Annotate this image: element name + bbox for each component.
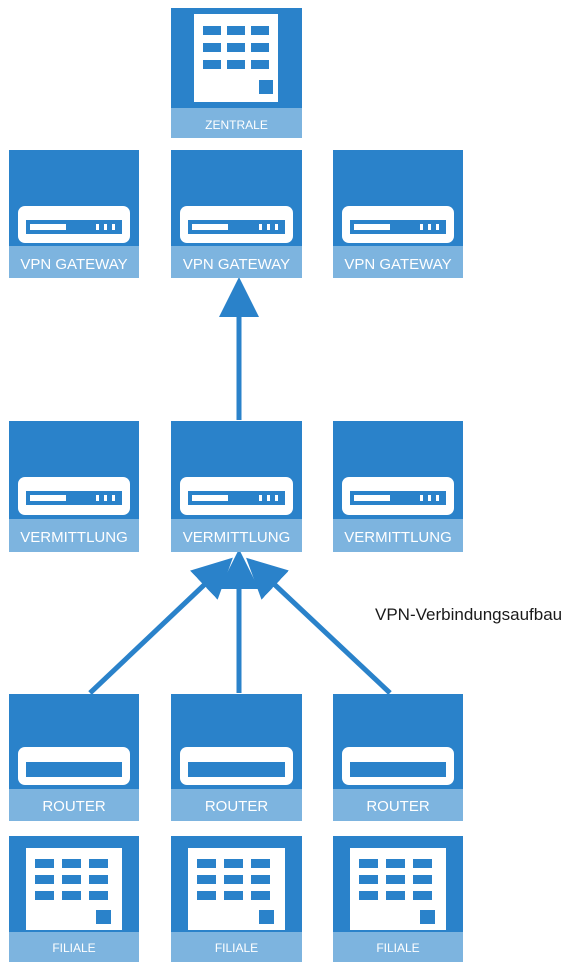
node-vpn-gateway-center: VPN GATEWAY [171, 150, 302, 278]
node-vermittlung-center: VERMITTLUNG [171, 421, 302, 552]
node-label: VERMITTLUNG [183, 529, 291, 546]
node-label: VERMITTLUNG [20, 529, 128, 546]
node-router-right: ROUTER [333, 694, 463, 821]
building-icon [188, 848, 285, 930]
node-label: FILIALE [376, 941, 419, 955]
node-filiale-left: FILIALE [9, 836, 139, 962]
arrow-router-left-to-vermittlung [88, 557, 233, 695]
node-label: VPN GATEWAY [344, 256, 451, 273]
vpn-gateway-device-icon [18, 206, 130, 243]
node-vpn-gateway-left: VPN GATEWAY [9, 150, 139, 278]
connections [88, 277, 392, 695]
building-icon [26, 848, 122, 930]
node-filiale-center: FILIALE [171, 836, 302, 962]
node-vermittlung-left: VERMITTLUNG [9, 421, 139, 552]
node-label: VPN GATEWAY [20, 256, 127, 273]
node-label: VPN GATEWAY [183, 256, 290, 273]
node-router-left: ROUTER [9, 694, 139, 821]
vpn-gateway-device-icon [18, 477, 130, 515]
router-device-icon [342, 747, 454, 785]
node-label: ROUTER [42, 798, 106, 815]
node-vpn-gateway-right: VPN GATEWAY [333, 150, 463, 278]
router-device-icon [180, 747, 293, 785]
building-icon [350, 848, 446, 930]
node-zentrale: ZENTRALE [171, 8, 302, 138]
node-label: FILIALE [52, 941, 95, 955]
vpn-gateway-device-icon [342, 477, 454, 515]
connection-annotation: VPN-Verbindungsaufbau [375, 605, 562, 624]
building-icon [194, 14, 278, 102]
node-label: ZENTRALE [205, 118, 268, 132]
node-vermittlung-right: VERMITTLUNG [333, 421, 463, 552]
node-label: ROUTER [366, 798, 430, 815]
node-filiale-right: FILIALE [333, 836, 463, 962]
vpn-gateway-device-icon [180, 477, 293, 515]
vpn-gateway-device-icon [180, 206, 293, 243]
node-router-center: ROUTER [171, 694, 302, 821]
node-label: VERMITTLUNG [344, 529, 452, 546]
router-device-icon [18, 747, 130, 785]
node-label: FILIALE [215, 941, 258, 955]
arrow-router-right-to-vermittlung [246, 557, 392, 695]
vpn-gateway-device-icon [342, 206, 454, 243]
node-label: ROUTER [205, 798, 269, 815]
